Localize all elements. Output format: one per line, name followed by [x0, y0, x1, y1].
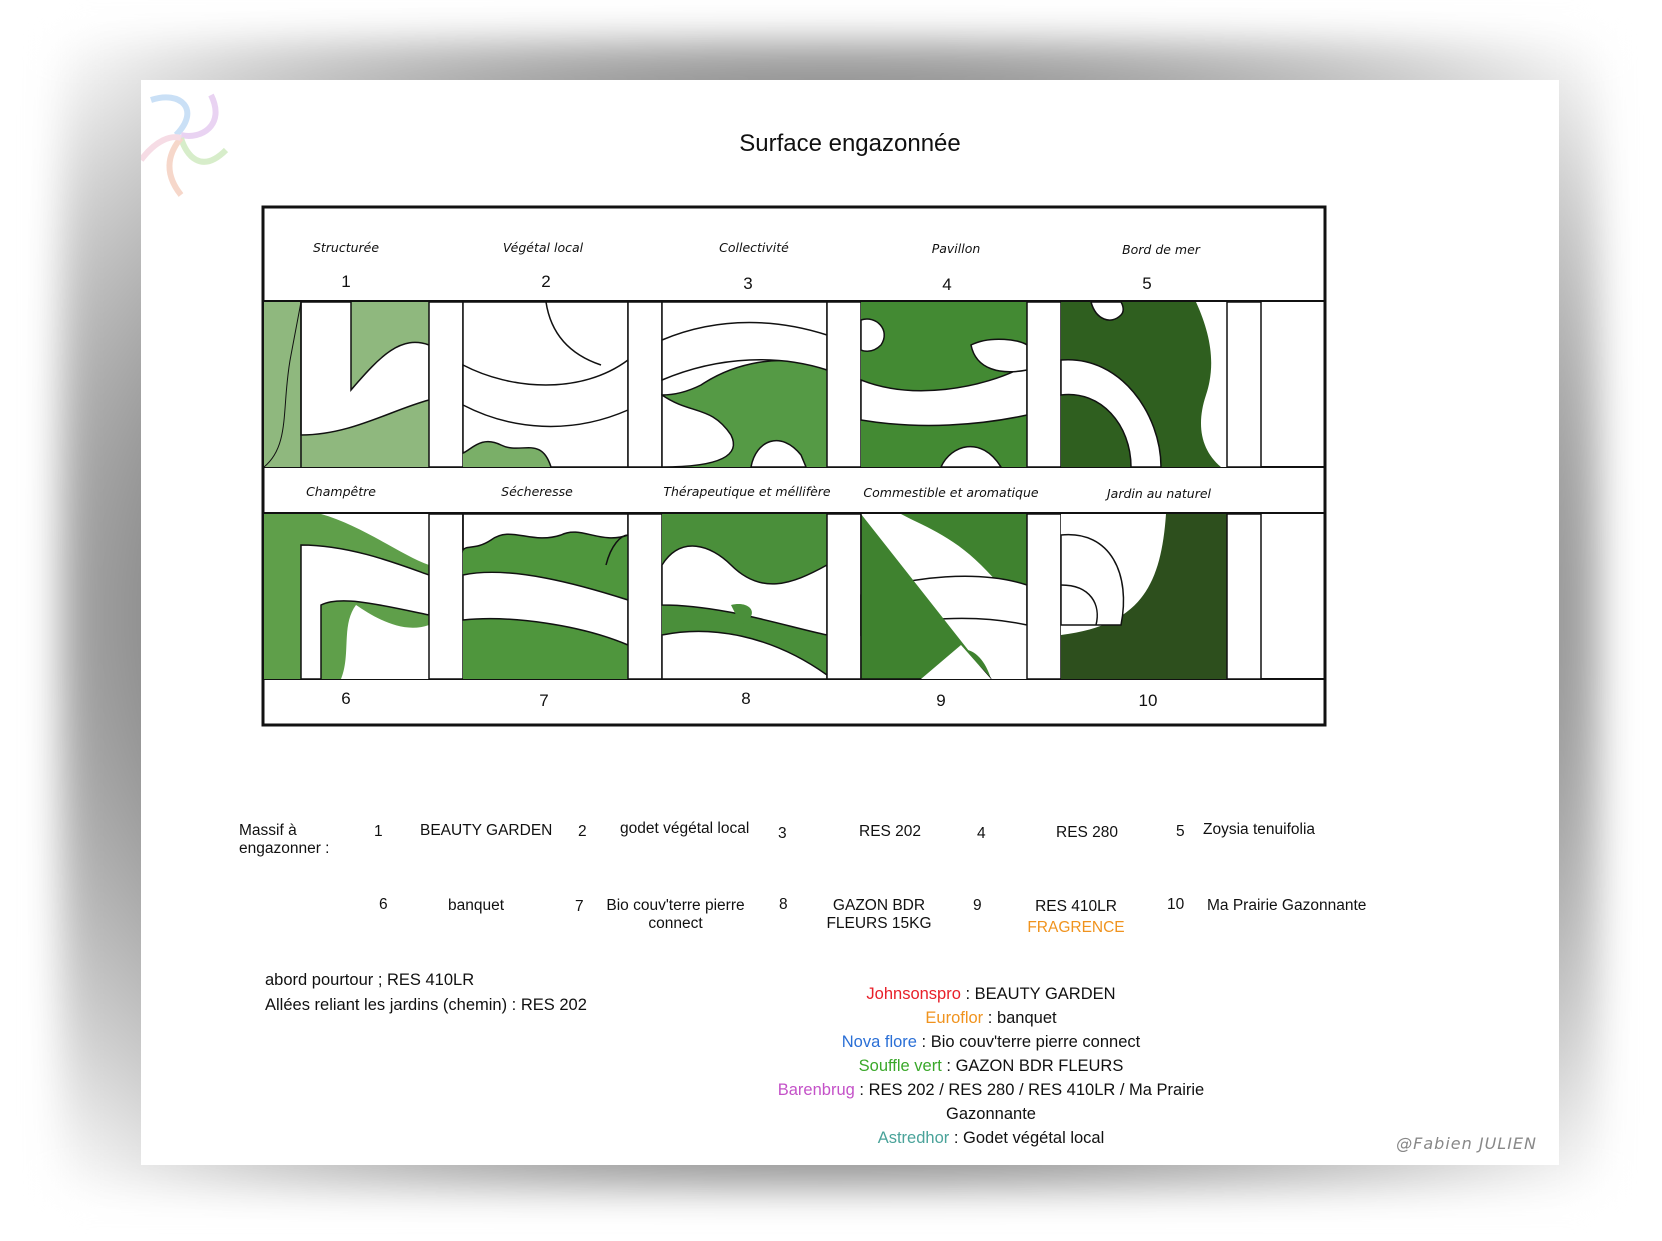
legend-product-2: godet végétal local — [620, 820, 750, 837]
label-bord-de-mer: Bord de mer — [1122, 242, 1201, 257]
legend-num-9: 9 — [973, 897, 982, 914]
brand-barenbrug: Barenbrug — [777, 1081, 855, 1099]
num-5: 5 — [1142, 274, 1151, 293]
label-vegetal-local: Végétal local — [503, 240, 584, 255]
legend-product-9-name: RES 410LR — [1035, 898, 1117, 915]
legend-num-4: 4 — [977, 825, 986, 842]
num-4: 4 — [942, 275, 951, 294]
legend-num-3: 3 — [778, 825, 787, 842]
panel-2 — [462, 301, 629, 468]
legend-fragrence: FRAGRENCE — [1027, 919, 1125, 936]
supplier-euroflor: Euroflor : banquet — [925, 1009, 1057, 1027]
num-3: 3 — [743, 274, 752, 293]
panel-7 — [462, 513, 629, 679]
panel-10 — [1060, 514, 1227, 679]
supplier-nova-flore: Nova flore : Bio couv'terre pierre conne… — [841, 1033, 1141, 1051]
supplier-johnsonspro: Johnsonspro : BEAUTY GARDEN — [866, 985, 1116, 1003]
num-10: 10 — [1139, 691, 1158, 710]
legend-product-5: Zoysia tenuifolia — [1203, 821, 1316, 838]
brand-astredhor: Astredhor — [877, 1129, 950, 1147]
brand-johnsonspro: Johnsonspro — [866, 985, 961, 1003]
num-6: 6 — [341, 689, 350, 708]
supplier-barenbrug: Barenbrug : RES 202 / RES 280 / RES 410L… — [777, 1081, 1205, 1123]
label-collectivite: Collectivité — [719, 240, 789, 255]
num-8: 8 — [741, 689, 750, 708]
note-abord: abord pourtour ; RES 410LR — [265, 971, 475, 989]
num-1: 1 — [341, 272, 350, 291]
panel-1 — [263, 301, 430, 468]
page-title: Surface engazonnée — [739, 130, 961, 157]
flower-logo-icon — [141, 93, 229, 197]
panel-9 — [860, 514, 1028, 680]
brand-souffle-vert: Souffle vert — [858, 1057, 942, 1075]
label-commestible: Commestible et aromatique — [863, 485, 1038, 500]
brand-nova-flore: Nova flore — [841, 1033, 917, 1051]
legend-product-7: Bio couv'terre pierre connect — [606, 897, 745, 932]
panel-3 — [661, 301, 828, 468]
label-secheresse: Sécheresse — [501, 484, 573, 499]
panel-8 — [661, 514, 828, 680]
legend-num-8: 8 — [779, 896, 788, 913]
panel-4 — [860, 302, 1028, 468]
legend-product-3: RES 202 — [859, 823, 922, 840]
legend-product-9: RES 410LR FRAGRENCE — [1011, 898, 1141, 937]
supplier-astredhor: Astredhor : Godet végétal local — [877, 1129, 1105, 1147]
label-pavillon: Pavillon — [932, 241, 981, 256]
num-9: 9 — [936, 691, 945, 710]
document-page: Surface engazonnée — [141, 80, 1559, 1165]
legend-num-5: 5 — [1176, 823, 1185, 840]
legend-product-10: Ma Prairie Gazonnante — [1207, 897, 1367, 914]
label-structuree: Structurée — [313, 240, 379, 255]
supplier-souffle-vert: Souffle vert : GAZON BDR FLEURS — [858, 1057, 1124, 1075]
legend-product-8: GAZON BDR FLEURS 15KG — [826, 897, 932, 932]
note-allees: Allées reliant les jardins (chemin) : RE… — [265, 996, 587, 1014]
num-2: 2 — [541, 272, 550, 291]
label-champetre: Champêtre — [306, 484, 376, 499]
brand-euroflor: Euroflor — [925, 1009, 984, 1027]
legend-num-2: 2 — [578, 823, 587, 840]
label-therapeutique: Thérapeutique et méllifère — [663, 484, 831, 499]
legend-num-7: 7 — [575, 898, 584, 915]
legend-num-1: 1 — [374, 823, 383, 840]
legend-num-10: 10 — [1167, 896, 1185, 913]
supplier-list: Johnsonspro : BEAUTY GARDEN Euroflor : b… — [731, 982, 1251, 1150]
legend-num-6: 6 — [379, 896, 388, 913]
legend-heading: Massif à engazonner : — [239, 822, 330, 857]
panel-5 — [1060, 301, 1227, 468]
legend-product-6: banquet — [448, 897, 505, 914]
legend-product-4: RES 280 — [1056, 824, 1119, 841]
edge-notes: abord pourtour ; RES 410LR Allées relian… — [265, 968, 587, 1018]
author-credit: @Fabien JULIEN — [1396, 1134, 1537, 1153]
label-jardin-naturel: Jardin au naturel — [1104, 486, 1212, 501]
num-7: 7 — [539, 691, 548, 710]
legend-product-1: BEAUTY GARDEN — [420, 822, 553, 839]
panel-6 — [264, 514, 430, 680]
lawn-layout-diagram: Structurée 1 Végétal local 2 Collectivit… — [261, 205, 1327, 727]
